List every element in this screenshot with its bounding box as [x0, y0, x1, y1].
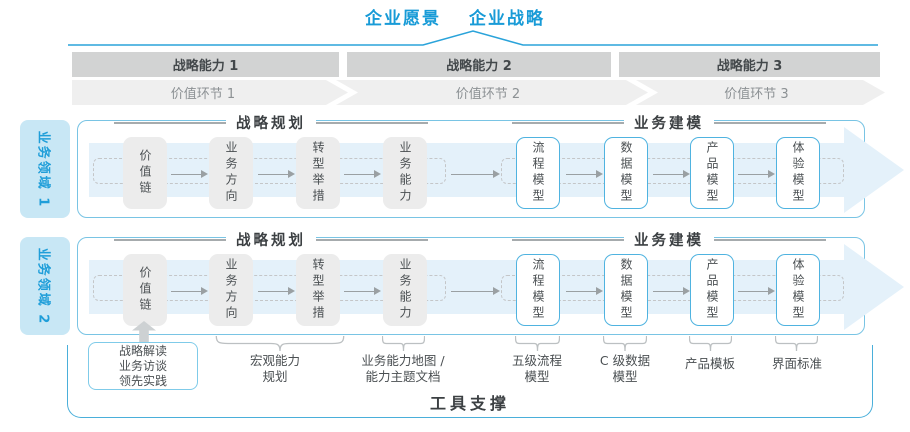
flow-arrow-icon: [738, 170, 775, 179]
tool-support-label: 工具支撑: [429, 394, 511, 413]
title-strategy: 企业战略: [469, 9, 545, 29]
dashed-group-modeling: [501, 158, 844, 184]
header-line: [114, 121, 226, 124]
roof-line-decoration: [68, 30, 878, 46]
value-band-1: 价值环节 1: [72, 80, 348, 105]
annotation-macro-capability-planning: 宏观能力 规划: [249, 353, 301, 384]
value-band-2: 价值环节 2: [336, 80, 648, 105]
box-business-capability: 业务能力: [383, 254, 427, 326]
flow-arrow-icon: [451, 170, 500, 179]
box-value-chain: 价值链: [123, 137, 167, 209]
flow-arrow-icon: [566, 287, 603, 296]
flow-arrow-icon: [258, 287, 295, 296]
capability-band-2: 战略能力 2: [347, 52, 611, 77]
flow-arrow-icon: [653, 170, 690, 179]
annotation-c-level-data-model: C 级数据 模型: [599, 353, 651, 384]
dashed-group-planning: [93, 275, 446, 301]
flow-arrow-icon: [566, 170, 603, 179]
section-header-modeling-label: 业务建模: [624, 229, 714, 250]
section-header-planning: 战略规划: [114, 229, 428, 250]
capability-band-3-label: 战略能力 3: [716, 59, 783, 74]
domain-label-1: 业务领域 1: [20, 120, 70, 218]
box-value-chain: 价值链: [123, 254, 167, 326]
annotation-product-template: 产品模板: [684, 356, 736, 371]
box-product-model: 产品模型: [690, 254, 734, 326]
capability-band-1-label: 战略能力 1: [172, 59, 239, 74]
flow-arrowhead-icon: [844, 127, 904, 213]
annotation-capability-map: 业务能力地图 / 能力主题文档: [361, 353, 445, 384]
flow-arrowhead-icon: [844, 244, 904, 330]
capability-band-1: 战略能力 1: [72, 52, 339, 77]
page-title: 企业愿景 企业战略: [0, 4, 910, 29]
section-header-modeling: 业务建模: [512, 229, 826, 250]
box-business-direction: 业务方向: [209, 137, 253, 209]
flow-arrow-icon: [451, 287, 500, 296]
box-process-model: 流程模型: [516, 254, 560, 326]
brace-macro-capability: [215, 336, 345, 351]
box-transformation-initiatives: 转型举措: [296, 254, 340, 326]
capability-band-2-label: 战略能力 2: [446, 59, 512, 74]
header-line: [714, 238, 826, 241]
flow-arrow-icon: [344, 170, 381, 179]
brace-capability-map: [382, 336, 425, 351]
dashed-group-planning: [93, 158, 446, 184]
flow-arrow-icon: [344, 287, 381, 296]
box-transformation-initiatives: 转型举措: [296, 137, 340, 209]
header-line: [512, 121, 624, 124]
box-process-model: 流程模型: [516, 137, 560, 209]
brace-process-model: [515, 336, 560, 351]
business-domain-1-row: 战略规划 业务建模 价值链 业务方向 转型举措 业务能力 流程模型 数据模型 产…: [77, 112, 904, 218]
box-business-direction: 业务方向: [209, 254, 253, 326]
business-domain-2-row: 战略规划 业务建模 价值链 业务方向 转型举措 业务能力 流程模型 数据模型 产…: [77, 229, 904, 335]
box-product-model: 产品模型: [690, 137, 734, 209]
box-experience-model: 体验模型: [776, 137, 820, 209]
brace-data-model: [603, 336, 647, 351]
brace-product-template: [689, 336, 732, 351]
box-business-capability: 业务能力: [383, 137, 427, 209]
domain-label-2-text: 业务领域 2: [35, 247, 51, 325]
section-header-planning: 战略规划: [114, 112, 428, 133]
box-experience-model: 体验模型: [776, 254, 820, 326]
section-header-modeling: 业务建模: [512, 112, 826, 133]
flow-arrow-icon: [171, 287, 208, 296]
domain-label-2: 业务领域 2: [20, 237, 70, 335]
value-band-3-label: 价值环节 3: [724, 87, 789, 102]
header-line: [316, 238, 428, 241]
header-line: [714, 121, 826, 124]
annotation-ui-standard: 界面标准: [771, 356, 823, 371]
annotation-strategy-inputs: 战略解读 业务访谈 领先实践: [88, 342, 198, 390]
section-header-planning-label: 战略规划: [226, 112, 316, 133]
value-band-3: 价值环节 3: [636, 80, 885, 105]
title-vision: 企业愿景: [365, 9, 441, 29]
header-line: [114, 238, 226, 241]
box-data-model: 数据模型: [604, 254, 648, 326]
section-header-modeling-label: 业务建模: [624, 112, 714, 133]
header-line: [512, 238, 624, 241]
header-line: [316, 121, 428, 124]
flow-arrow-icon: [258, 170, 295, 179]
flow-arrow-icon: [171, 170, 208, 179]
brace-ui-standard: [775, 336, 818, 351]
value-band-2-label: 价值环节 2: [455, 87, 521, 102]
annotation-five-level-process-model: 五级流程 模型: [511, 353, 563, 384]
box-data-model: 数据模型: [604, 137, 648, 209]
tool-support-container: [67, 345, 873, 418]
flow-arrow-icon: [653, 287, 690, 296]
domain-label-1-text: 业务领域 1: [35, 130, 51, 208]
value-band-1-label: 价值环节 1: [170, 87, 236, 102]
dashed-group-modeling: [501, 275, 844, 301]
flow-arrow-icon: [738, 287, 775, 296]
section-header-planning-label: 战略规划: [226, 229, 316, 250]
capability-band-3: 战略能力 3: [619, 52, 880, 77]
